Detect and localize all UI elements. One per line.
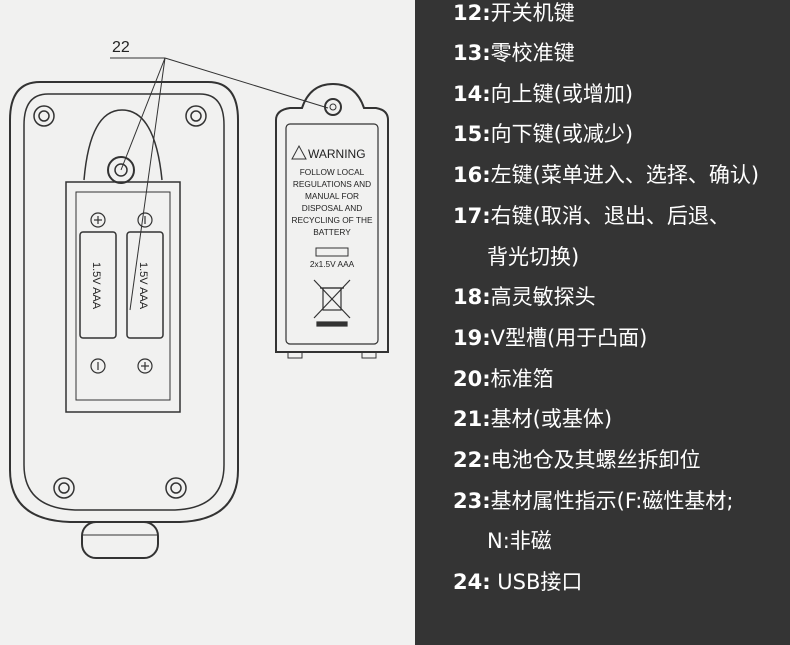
- screw-icon: [33, 105, 207, 499]
- warning-title: WARNING: [308, 147, 366, 161]
- legend-item-continuation: N:非磁: [487, 529, 552, 553]
- legend-item: 19:V型槽(用于凸面): [453, 326, 648, 350]
- warning-line: FOLLOW LOCAL: [300, 167, 365, 177]
- legend-item-continuation: 背光切换): [487, 245, 580, 269]
- legend-panel: 12:开关机键 13:零校准键 14:向上键(或增加) 15:向下键(或减少) …: [415, 0, 790, 645]
- warning-line: MANUAL FOR: [305, 191, 359, 201]
- legend-item: 23:基材属性指示(F:磁性基材;: [453, 489, 734, 513]
- legend-item: 20:标准箔: [453, 367, 554, 391]
- recycle-bin-crossed-icon: [313, 279, 351, 327]
- battery: [126, 231, 164, 339]
- device-diagram: 1.5V AAA 1.5V AAA 22 WARNING FOLLOW LOCA…: [0, 0, 415, 645]
- device-outline: [9, 81, 239, 523]
- battery-cover: [275, 82, 389, 353]
- battery-spec: 2x1.5V AAA: [310, 259, 355, 269]
- probe: [81, 521, 159, 559]
- warning-line: BATTERY: [313, 227, 351, 237]
- battery: [79, 231, 117, 339]
- warning-line: DISPOSAL AND: [302, 203, 363, 213]
- battery-compartment: [65, 181, 181, 413]
- legend-item: 14:向上键(或增加): [453, 82, 634, 106]
- warning-icon: [291, 144, 307, 160]
- legend-item: 22:电池仓及其螺丝拆卸位: [453, 448, 701, 472]
- legend-item: 18:高灵敏探头: [453, 285, 596, 309]
- legend-item: 15:向下键(或减少): [453, 122, 634, 146]
- callout-label: 22: [112, 39, 130, 56]
- device-back-drawing: 1.5V AAA 1.5V AAA 22 WARNING FOLLOW LOCA…: [9, 39, 389, 559]
- legend-item: 21:基材(或基体): [453, 407, 613, 431]
- legend-item: 13:零校准键: [453, 41, 575, 65]
- legend-item: 12:开关机键: [453, 1, 575, 25]
- legend-item: 17:右键(取消、退出、后退、: [453, 204, 730, 228]
- battery-label: 1.5V AAA: [137, 262, 149, 310]
- battery-icon: [315, 247, 349, 257]
- legend-item: 16:左键(菜单进入、选择、确认): [453, 163, 760, 187]
- warning-line: RECYCLING OF THE: [292, 215, 373, 225]
- battery-label: 1.5V AAA: [90, 262, 102, 310]
- warning-line: REGULATIONS AND: [293, 179, 371, 189]
- device-inner-outline: [23, 93, 225, 511]
- legend-item: 24: USB接口: [453, 570, 583, 594]
- compartment-screw-icon: [107, 156, 135, 184]
- cover-screw-icon: [324, 98, 342, 116]
